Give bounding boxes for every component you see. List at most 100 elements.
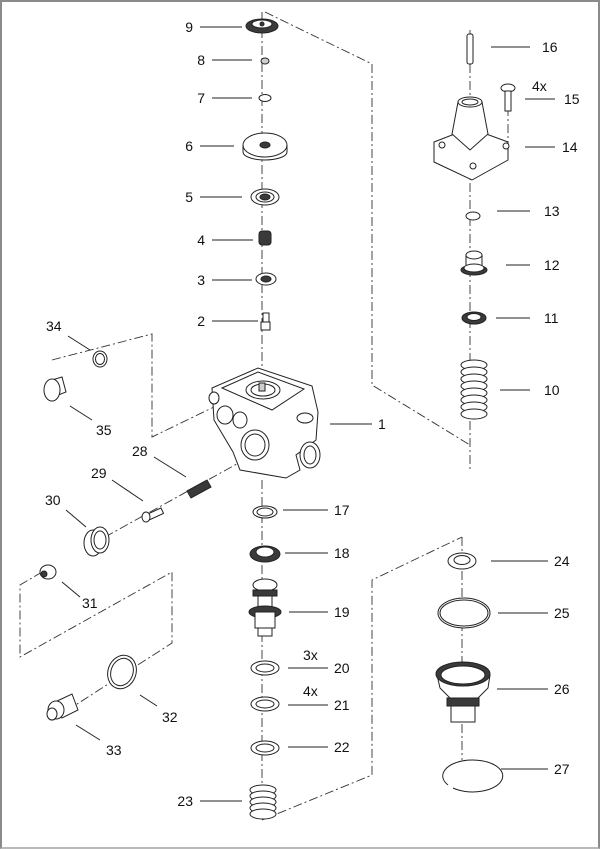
callout-number: 24 xyxy=(554,553,570,569)
part-29-piston xyxy=(141,507,165,523)
callout-number: 35 xyxy=(96,422,112,438)
callout-number: 16 xyxy=(542,39,558,55)
axis-frame-lower-right xyxy=(261,536,463,821)
callout-number: 34 xyxy=(46,318,62,334)
callout-1: 1 xyxy=(330,416,386,432)
callout-number: 12 xyxy=(544,257,560,273)
callout-29: 29 xyxy=(91,465,144,502)
callout-19: 19 xyxy=(289,604,350,620)
callout-16: 16 xyxy=(491,39,558,55)
part-8-small-ring xyxy=(260,57,270,65)
callout-number: 21 xyxy=(334,697,350,713)
callout-number: 17 xyxy=(334,502,350,518)
callout-number: 18 xyxy=(334,545,350,561)
callout-number: 7 xyxy=(197,90,205,106)
callout-number: 28 xyxy=(132,443,148,459)
callout-number: 8 xyxy=(197,52,205,68)
callout-number: 30 xyxy=(45,492,61,508)
part-23-spring xyxy=(249,784,277,820)
callout-11: 11 xyxy=(496,310,559,326)
callout-number: 4 xyxy=(197,232,205,248)
axis-31-33 xyxy=(19,571,173,716)
callout-24: 24 xyxy=(491,553,570,569)
part-35-plug xyxy=(43,376,67,402)
callout-21: 21 4x xyxy=(288,683,350,713)
callout-number: 33 xyxy=(106,742,122,758)
quantity-label: 3x xyxy=(303,647,318,663)
part-27-circlip xyxy=(442,759,504,793)
leader-line xyxy=(67,335,91,351)
part-5-seal xyxy=(250,188,280,206)
callout-number: 31 xyxy=(82,595,98,611)
axis-plug-34-35 xyxy=(51,333,219,438)
axis-frame-right-upper xyxy=(264,11,471,446)
callout-17: 17 xyxy=(283,502,350,518)
part-18-seal xyxy=(249,545,281,563)
leader-line xyxy=(65,509,87,528)
quantity-label: 4x xyxy=(303,683,318,699)
callout-4: 4 xyxy=(197,232,253,248)
part-21-washer xyxy=(250,696,280,712)
part-28-spring xyxy=(186,479,212,499)
callout-14: 14 xyxy=(525,139,578,155)
callout-number: 1 xyxy=(378,416,386,432)
callout-number: 9 xyxy=(185,19,193,35)
part-30-seal xyxy=(83,526,110,557)
callout-number: 22 xyxy=(334,739,350,755)
callout-10: 10 xyxy=(500,382,560,398)
callout-number: 3 xyxy=(197,272,205,288)
part-4-spring xyxy=(258,230,272,246)
callout-26: 26 xyxy=(497,681,570,697)
part-7-o-ring xyxy=(258,94,272,102)
callout-23: 23 xyxy=(177,793,242,809)
callout-number: 25 xyxy=(554,605,570,621)
callout-31: 31 xyxy=(61,581,98,611)
part-19-valve xyxy=(248,578,282,637)
callout-number: 27 xyxy=(554,761,570,777)
callout-number: 23 xyxy=(177,793,193,809)
part-14-cover-housing xyxy=(433,96,510,181)
callout-number: 10 xyxy=(544,382,560,398)
part-11-seal xyxy=(461,311,487,325)
callout-3: 3 xyxy=(197,272,252,288)
part-13-o-ring xyxy=(465,211,481,221)
callout-6: 6 xyxy=(185,138,234,154)
part-24-seal xyxy=(447,552,477,570)
spring-coil xyxy=(460,408,488,420)
callout-32: 32 xyxy=(139,694,178,725)
part-26-valve-seat xyxy=(435,661,491,723)
callout-13: 13 xyxy=(497,203,560,219)
callout-number: 13 xyxy=(544,203,560,219)
callout-5: 5 xyxy=(185,189,242,205)
part-16-pin xyxy=(466,33,474,65)
part-32-seal-ring xyxy=(107,654,137,690)
part-34-seal-ring xyxy=(92,350,108,368)
callout-number: 2 xyxy=(197,313,205,329)
leader-line xyxy=(139,694,158,707)
part-2-pin xyxy=(260,312,271,331)
part-15-screw xyxy=(500,83,516,112)
quantity-label: 4x xyxy=(532,78,547,94)
callout-22: 22 xyxy=(288,739,350,755)
callout-28: 28 xyxy=(132,443,187,478)
callout-8: 8 xyxy=(197,52,252,68)
callout-12: 12 xyxy=(506,257,560,273)
callout-27: 27 xyxy=(501,761,570,777)
callout-30: 30 xyxy=(45,492,87,528)
part-12-valve-cap xyxy=(460,250,488,276)
part-1-pump-head xyxy=(208,367,321,479)
axis-relief xyxy=(104,449,263,538)
callout-number: 19 xyxy=(334,604,350,620)
callout-number: 29 xyxy=(91,465,107,481)
leader-line xyxy=(69,405,93,421)
part-10-spring xyxy=(460,359,488,420)
part-22-washer xyxy=(250,740,280,756)
part-9-cap-seal xyxy=(245,18,279,34)
callout-34: 34 xyxy=(46,318,91,351)
callout-2: 2 xyxy=(197,313,258,329)
callout-35: 35 xyxy=(69,405,112,438)
part-33-fitting xyxy=(46,693,79,721)
